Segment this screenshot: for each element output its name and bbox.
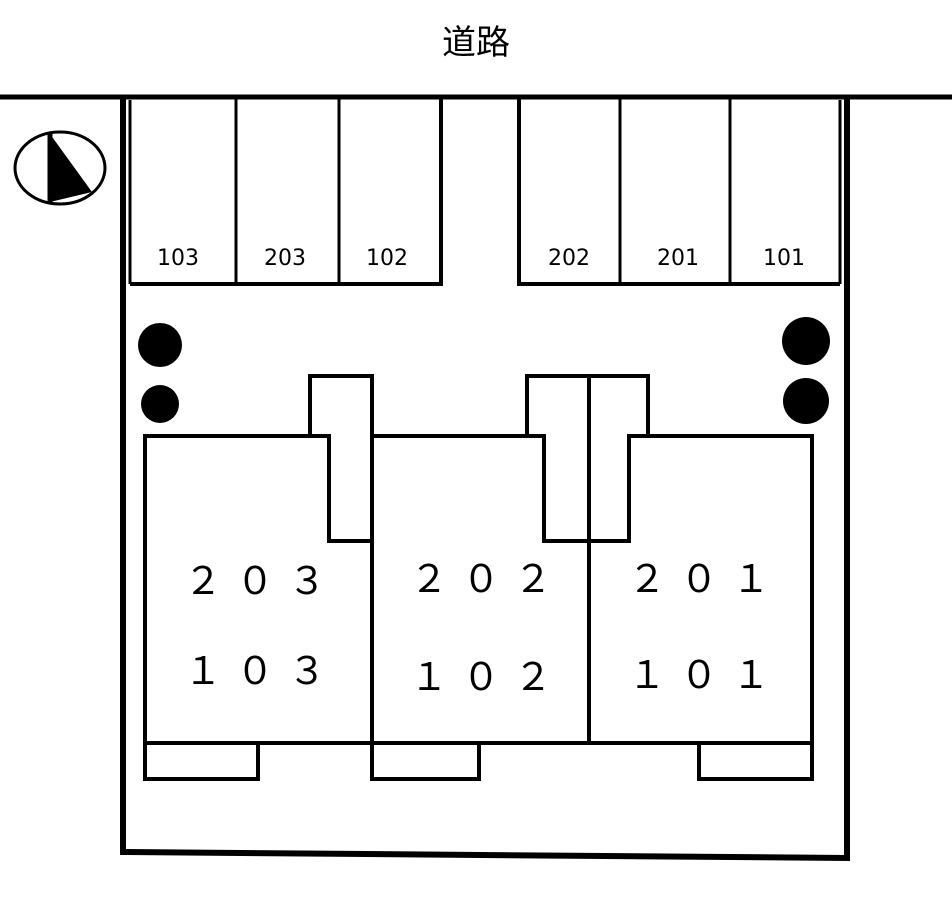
parking-label-202: 202 — [548, 246, 590, 271]
parking-right-group — [517, 97, 842, 286]
unit-label-upper-right: ２０１ — [628, 557, 784, 601]
parking-label-101: 101 — [763, 246, 805, 271]
site-boundary — [120, 97, 850, 862]
parking-label-102: 102 — [366, 246, 408, 271]
north-arrow-icon — [13, 130, 107, 206]
unit-label-lower-center: １０２ — [410, 655, 566, 699]
bollard-dot — [138, 323, 182, 367]
unit-label-upper-center: ２０２ — [410, 557, 566, 601]
parking-label-103: 103 — [157, 246, 199, 271]
building-block — [143, 374, 814, 781]
parking-left-group — [128, 97, 443, 286]
bollard-dot — [782, 317, 830, 365]
parking-label-203: 203 — [264, 246, 306, 271]
unit-label-lower-right: １０１ — [628, 653, 784, 697]
unit-label-upper-left: ２０３ — [184, 559, 340, 603]
parking-label-201: 201 — [657, 246, 699, 271]
unit-label-lower-left: １０３ — [184, 649, 340, 693]
bollard-dot — [783, 378, 829, 424]
road-label: 道路 — [442, 23, 510, 63]
bollard-dot — [141, 385, 179, 423]
